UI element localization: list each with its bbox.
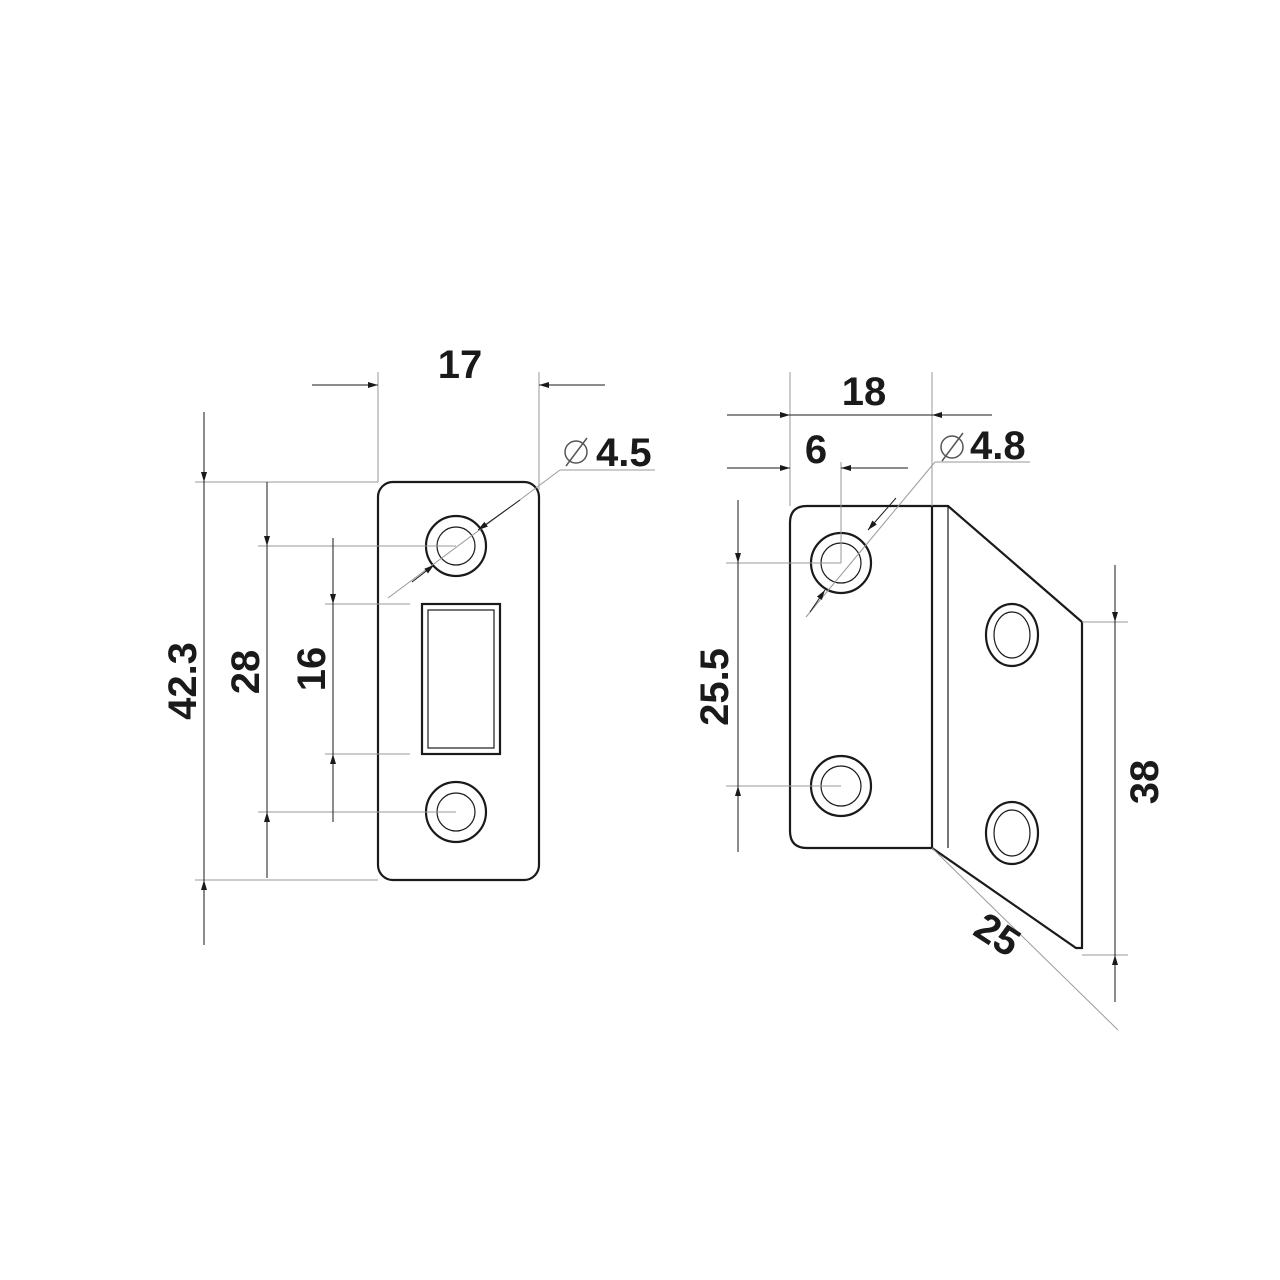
dimension-label-42-3: 42.3	[161, 642, 205, 720]
dimension-hole-spacing-25-5: 25.5	[693, 500, 741, 852]
right-extension-lines	[726, 372, 1128, 1031]
dimension-label-28: 28	[224, 650, 268, 695]
dimension-label-17: 17	[438, 343, 483, 387]
dimension-offset-6: 6	[727, 428, 908, 472]
dimension-label-25-5: 25.5	[693, 648, 737, 726]
angle-bracket-view	[788, 504, 1084, 950]
dimension-label-4-8: 4.8	[970, 424, 1026, 468]
dimension-label-4-5: 4.5	[596, 431, 652, 475]
flange-top-hole	[984, 602, 1040, 668]
dimension-width-18: 18	[727, 370, 992, 418]
dimension-height-38: 38	[1112, 565, 1167, 1002]
left-extension-lines	[195, 372, 540, 881]
strike-plate-view	[376, 480, 541, 882]
dimension-label-38: 38	[1123, 760, 1167, 805]
dimension-hole-spacing-28: 28	[224, 482, 270, 878]
dimension-label-25: 25	[966, 905, 1027, 966]
dimension-length-25: 25	[966, 905, 1027, 966]
dimension-label-16: 16	[290, 647, 334, 692]
dimension-label-6: 6	[805, 428, 827, 472]
dimension-slot-16: 16	[290, 538, 336, 822]
strike-plate-slot	[420, 602, 502, 756]
diameter-symbol-icon	[564, 437, 588, 467]
dimension-diameter-4-8: 4.8	[805, 424, 1030, 618]
dimension-height-42-3: 42.3	[161, 412, 207, 945]
diameter-symbol-icon	[940, 432, 964, 462]
angle-bracket-outline	[788, 504, 1084, 950]
dimension-label-18: 18	[842, 370, 887, 414]
flange-bottom-hole	[984, 800, 1040, 866]
dimension-diameter-4-5: 4.5	[387, 431, 655, 599]
dimension-width-17: 17	[312, 343, 605, 388]
strike-plate-outline	[376, 480, 541, 882]
